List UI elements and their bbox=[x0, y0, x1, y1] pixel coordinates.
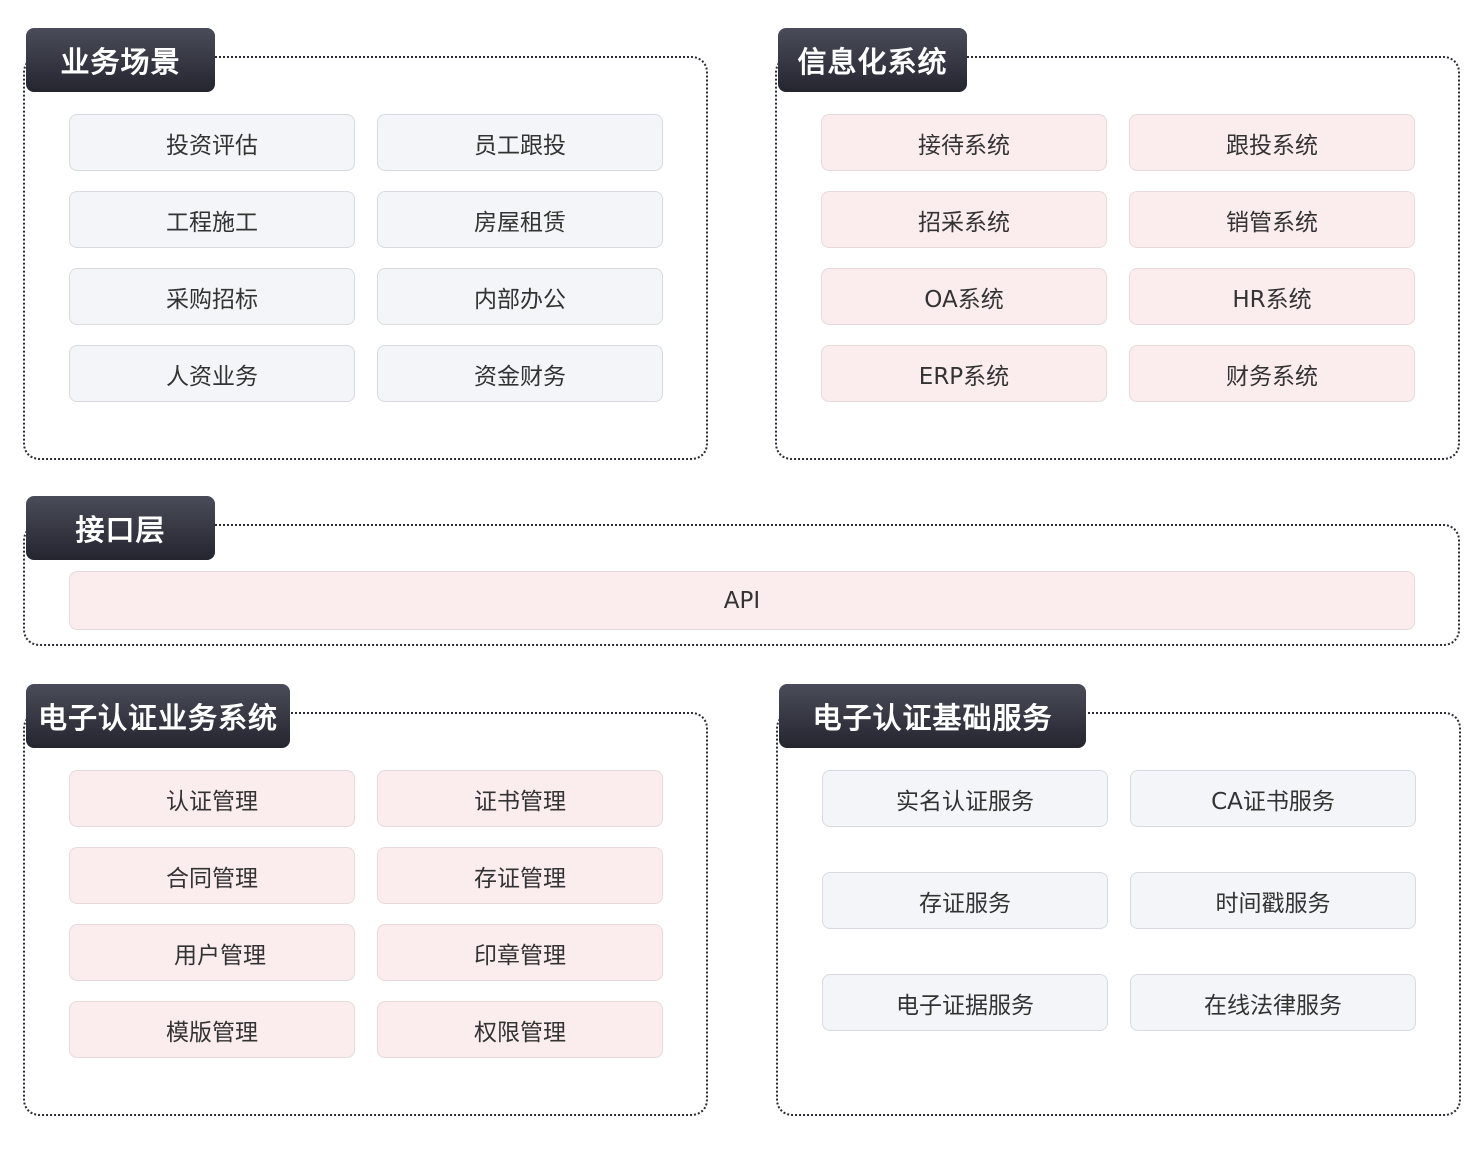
info-systems-title: 信息化系统 bbox=[778, 28, 967, 92]
system-box: 接待系统 bbox=[821, 114, 1107, 171]
scenario-box: 员工跟投 bbox=[377, 114, 663, 171]
system-box: 财务系统 bbox=[1129, 345, 1415, 402]
ecert-business-box: 认证管理 bbox=[69, 770, 355, 827]
system-box: ERP系统 bbox=[821, 345, 1107, 402]
ecert-foundation-box: 存证服务 bbox=[822, 872, 1108, 929]
ecert-foundation-box: 电子证据服务 bbox=[822, 974, 1108, 1031]
scenario-box: 工程施工 bbox=[69, 191, 355, 248]
interface-layer-section bbox=[23, 524, 1460, 646]
api-box: API bbox=[69, 571, 1415, 630]
system-box: 招采系统 bbox=[821, 191, 1107, 248]
system-box: 销管系统 bbox=[1129, 191, 1415, 248]
ecert-business-box: 印章管理 bbox=[377, 924, 663, 981]
scenario-box: 资金财务 bbox=[377, 345, 663, 402]
scenario-box: 房屋租赁 bbox=[377, 191, 663, 248]
interface-layer-title: 接口层 bbox=[26, 496, 215, 560]
ecert-foundation-box: 时间戳服务 bbox=[1130, 872, 1416, 929]
ecert-foundation-box: 实名认证服务 bbox=[822, 770, 1108, 827]
ecert-business-box: 存证管理 bbox=[377, 847, 663, 904]
ecert-business-box: 权限管理 bbox=[377, 1001, 663, 1058]
ecert-business-box: 模版管理 bbox=[69, 1001, 355, 1058]
business-scenarios-title: 业务场景 bbox=[26, 28, 215, 92]
ecert-foundation-box: CA证书服务 bbox=[1130, 770, 1416, 827]
system-box: 跟投系统 bbox=[1129, 114, 1415, 171]
scenario-box: 采购招标 bbox=[69, 268, 355, 325]
ecert-foundation-title: 电子认证基础服务 bbox=[779, 684, 1086, 748]
system-box: OA系统 bbox=[821, 268, 1107, 325]
ecert-foundation-section bbox=[776, 712, 1461, 1116]
ecert-business-section bbox=[23, 712, 708, 1116]
ecert-business-box: 证书管理 bbox=[377, 770, 663, 827]
business-scenarios-section bbox=[23, 56, 708, 460]
info-systems-section bbox=[775, 56, 1460, 460]
ecert-foundation-box: 在线法律服务 bbox=[1130, 974, 1416, 1031]
scenario-box: 内部办公 bbox=[377, 268, 663, 325]
system-box: HR系统 bbox=[1129, 268, 1415, 325]
ecert-business-box: 用户管理 bbox=[69, 924, 355, 981]
scenario-box: 人资业务 bbox=[69, 345, 355, 402]
ecert-business-box: 合同管理 bbox=[69, 847, 355, 904]
scenario-box: 投资评估 bbox=[69, 114, 355, 171]
ecert-business-title: 电子认证业务系统 bbox=[26, 684, 290, 748]
